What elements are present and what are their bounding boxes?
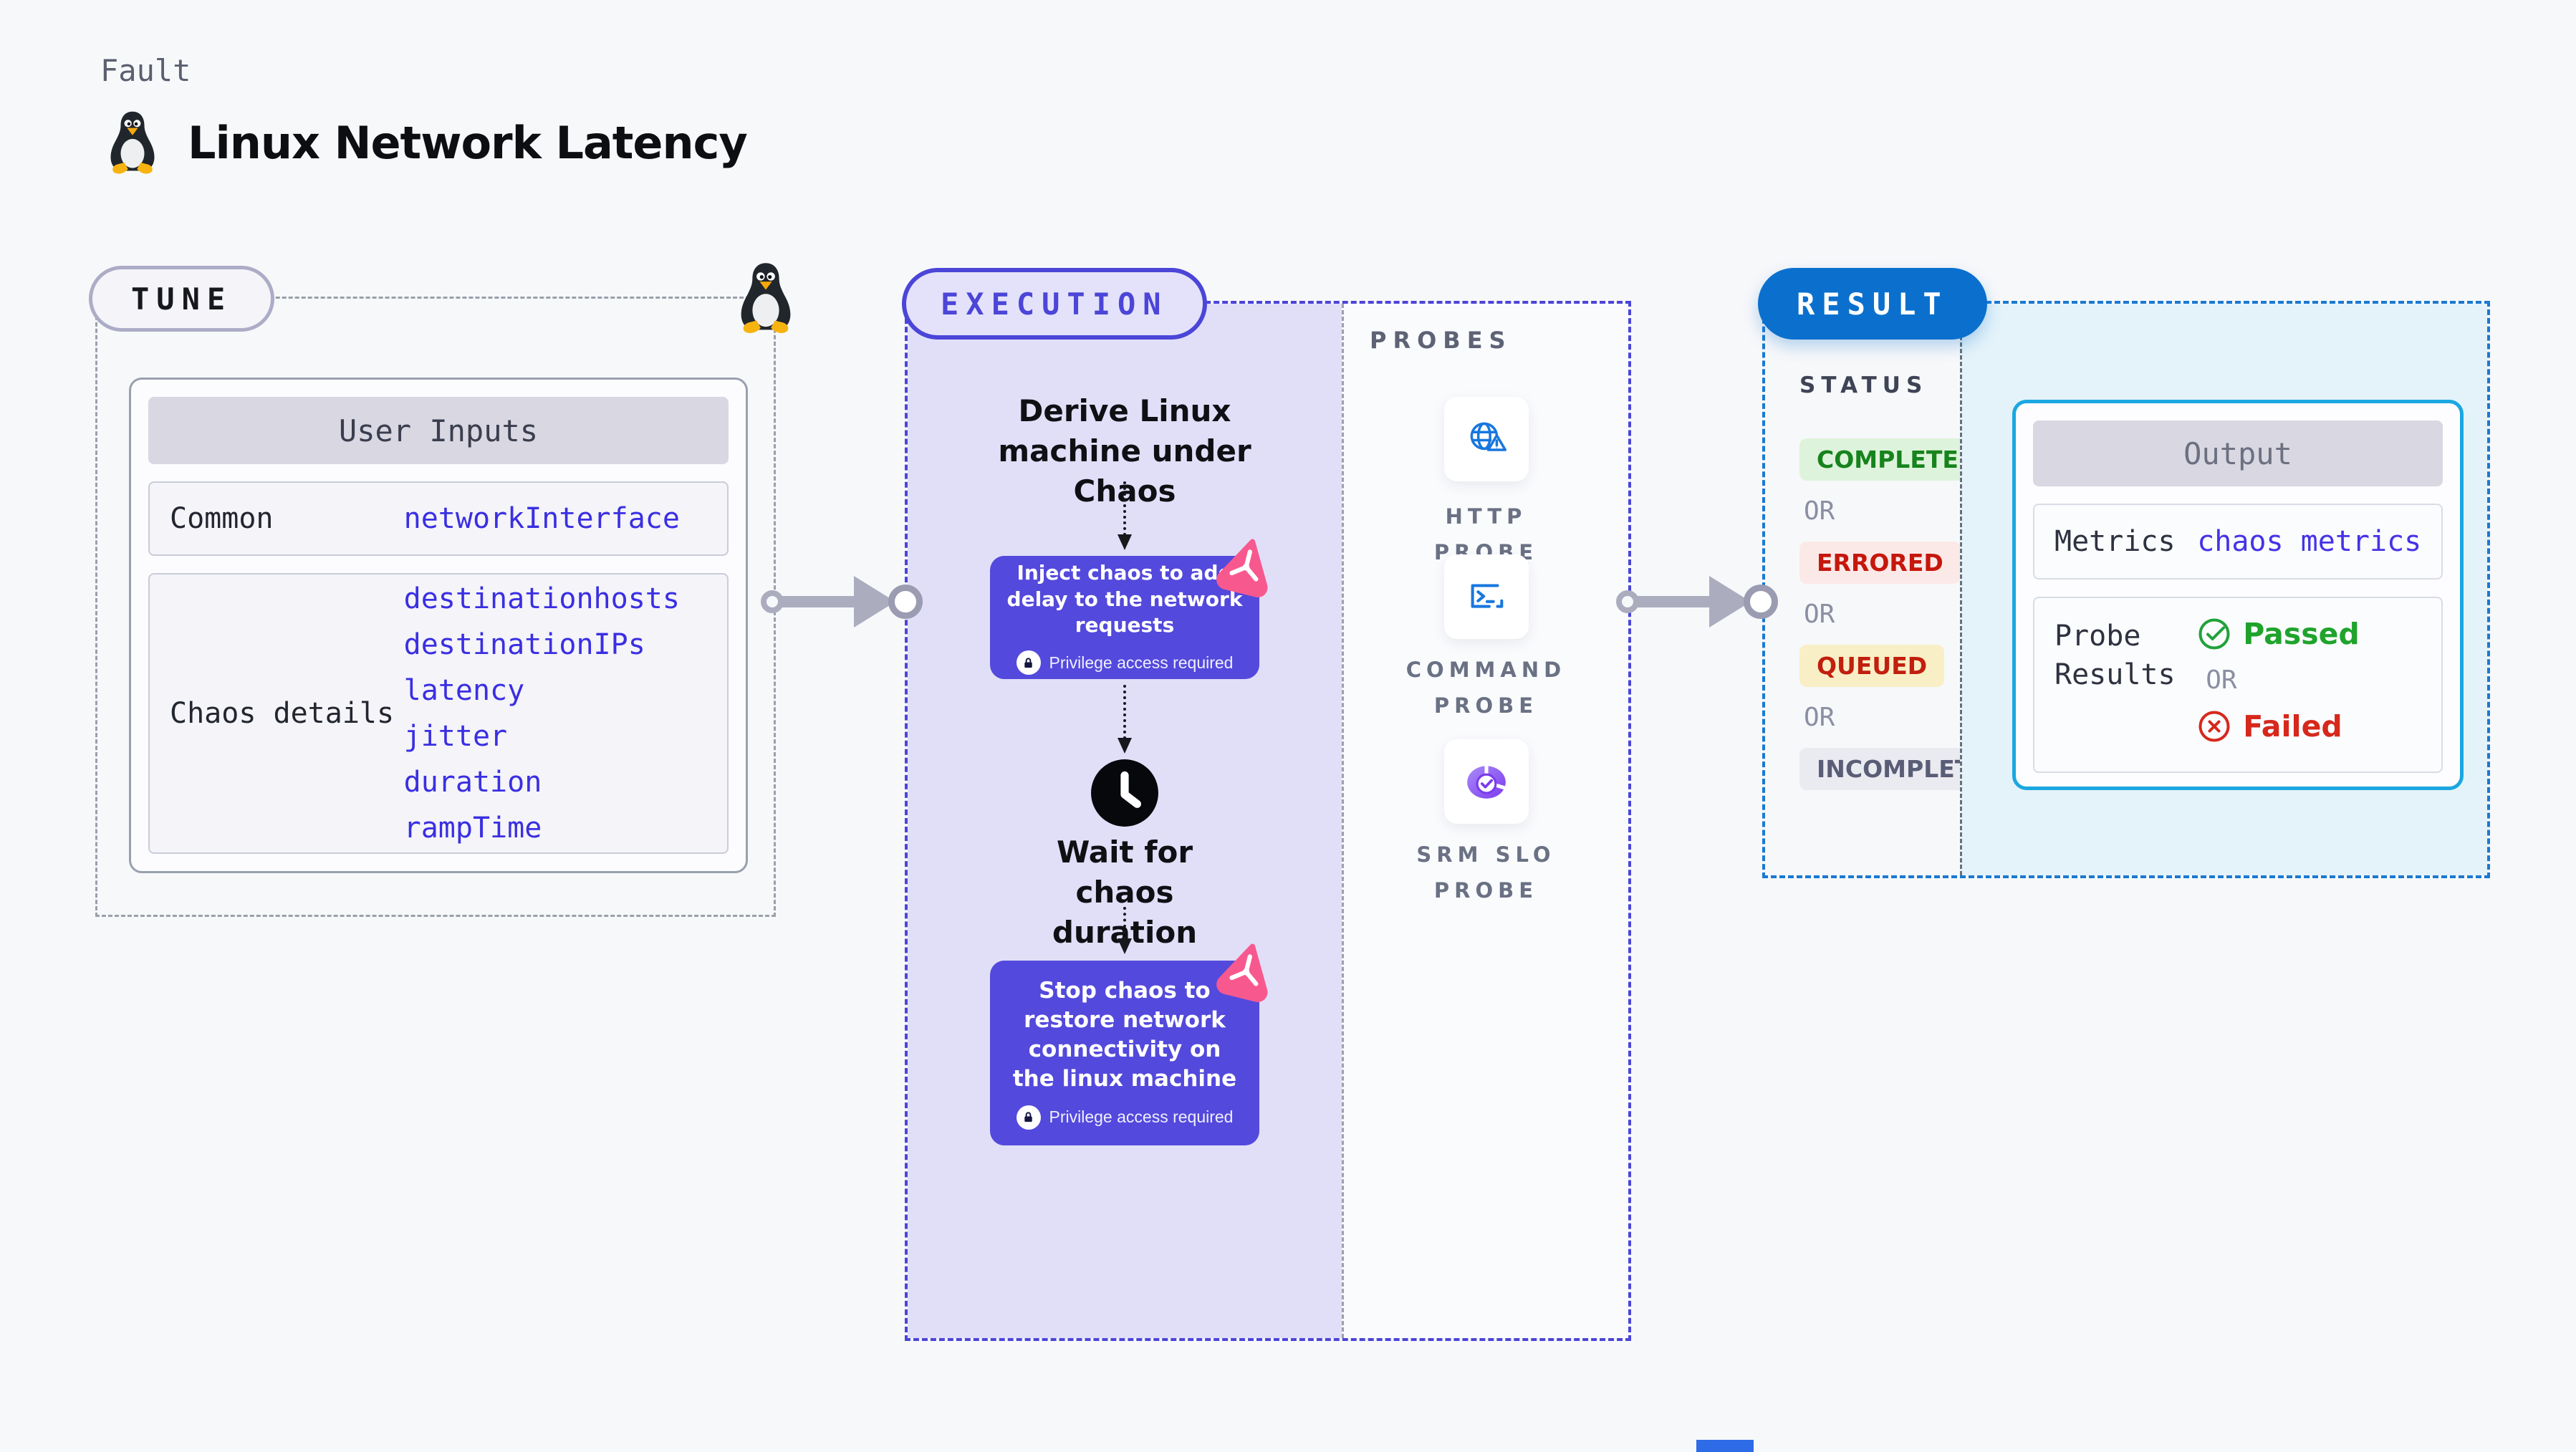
connector-ring	[1616, 590, 1639, 613]
metrics-value: chaos metrics	[2197, 525, 2422, 558]
probes-panel-label: PROBES	[1370, 327, 1512, 354]
user-inputs-header: User Inputs	[148, 397, 729, 464]
tux-penguin-icon	[110, 111, 155, 174]
arrow-stem	[1633, 596, 1714, 607]
stop-chaos-step: Stop chaos to restore network connectivi…	[990, 961, 1259, 1145]
or-separator: OR	[1804, 703, 1835, 732]
chaos-pinwheel-icon	[1215, 939, 1278, 1002]
chaos-pinwheel-icon	[1215, 534, 1278, 597]
status-label: STATUS	[1799, 372, 1928, 398]
status-column: STATUS COMPLETED OR ERRORED OR QUEUED OR…	[1765, 304, 2024, 875]
output-header: Output	[2033, 420, 2443, 486]
failed-label: Failed	[2243, 709, 2342, 744]
table-row-common: Common networkInterface	[148, 481, 729, 556]
down-arrow-icon	[1118, 685, 1132, 754]
page-title: Linux Network Latency	[188, 116, 748, 169]
pie-check-icon	[1466, 764, 1506, 799]
row-value: networkInterface	[403, 502, 680, 535]
status-badge-errored: ERRORED	[1799, 542, 1961, 584]
privilege-row: Privilege access required	[1016, 1105, 1234, 1130]
failed-row: Failed	[2197, 709, 2342, 744]
chaos-value: destinationhosts	[403, 582, 680, 615]
connector-ring	[1744, 585, 1778, 619]
tune-section: TUNE User Inputs Common networkInterface…	[89, 263, 791, 917]
probe-results-label: Probe Results	[2054, 620, 2176, 691]
title-row: Linux Network Latency	[105, 109, 748, 176]
lock-icon	[1016, 650, 1041, 675]
or-separator: OR	[1804, 600, 1835, 629]
down-arrow-icon	[1118, 907, 1132, 954]
check-circle-icon	[2198, 618, 2230, 650]
user-inputs-card: User Inputs Common networkInterface Chao…	[129, 378, 748, 873]
passed-label: Passed	[2243, 617, 2360, 651]
x-circle-icon	[2198, 711, 2230, 742]
privilege-label: Privilege access required	[1049, 1107, 1234, 1127]
probe-results-row: Probe Results Passed OR Failed	[2033, 597, 2443, 773]
or-separator: OR	[1804, 496, 1835, 526]
result-badge: RESULT	[1758, 268, 1987, 340]
privilege-label: Privilege access required	[1049, 653, 1234, 672]
chaos-value: latency	[403, 674, 525, 707]
globe-warning-icon	[1470, 422, 1506, 451]
chaos-value: destinationIPs	[403, 628, 645, 661]
table-row-chaos-details: Chaos details destinationhosts destinati…	[148, 573, 729, 854]
terminal-icon	[1471, 584, 1503, 608]
probes-panel: PROBES HTTP PROBE COMMA	[1342, 304, 1628, 1338]
execution-badge: EXECUTION	[902, 268, 1207, 340]
inject-chaos-step: Inject chaos to add delay to the network…	[990, 556, 1259, 679]
tune-badge: TUNE	[89, 266, 275, 332]
command-probe-card	[1443, 554, 1529, 639]
srm-slo-probe-card	[1443, 739, 1529, 824]
row-label: Chaos details	[170, 697, 395, 730]
metrics-row: Metrics chaos metrics	[2033, 504, 2443, 580]
row-values: destinationhosts destinationIPs latency …	[404, 576, 680, 851]
srm-slo-probe-label: SRM SLO PROBE	[1416, 842, 1556, 903]
fault-eyebrow: Fault	[100, 53, 191, 88]
arrow-execution-to-result	[1616, 574, 1781, 629]
metrics-label: Metrics	[2054, 525, 2176, 558]
probe-results-values: Passed OR Failed	[2197, 617, 2360, 771]
connector-ring	[888, 585, 923, 619]
or-separator: OR	[2206, 665, 2237, 695]
bottom-blue-strip	[1696, 1440, 1754, 1452]
execution-section: EXECUTION Derive Linux machine under Cha…	[902, 268, 1631, 1341]
down-arrow-icon	[1118, 481, 1132, 550]
wait-step-label: Wait for chaos duration	[1052, 835, 1198, 950]
derive-step-label: Derive Linux machine under Chaos	[998, 393, 1251, 509]
http-probe-card	[1443, 397, 1529, 481]
status-badge-queued: QUEUED	[1799, 645, 1945, 687]
chaos-value: jitter	[403, 720, 508, 753]
chaos-value: rampTime	[403, 812, 542, 845]
clock-icon	[1090, 758, 1160, 828]
output-card: Output Metrics chaos metrics Probe Resul…	[2012, 400, 2464, 790]
execution-flow-area: Derive Linux machine under Chaos Inject …	[908, 304, 1342, 1338]
privilege-row: Privilege access required	[1016, 650, 1234, 675]
tux-penguin-icon	[741, 263, 791, 333]
arrow-stem	[778, 596, 858, 607]
stop-chaos-label: Stop chaos to restore network connectivi…	[1012, 978, 1237, 1092]
inject-chaos-label: Inject chaos to add delay to the network…	[1006, 560, 1243, 638]
row-label: Common	[170, 502, 274, 535]
chaos-value: duration	[403, 766, 542, 799]
output-area: Output Metrics chaos metrics Probe Resul…	[1960, 304, 2487, 875]
command-probe-label: COMMAND PROBE	[1405, 658, 1567, 718]
result-section: RESULT STATUS COMPLETED OR ERRORED OR QU…	[1758, 268, 2490, 878]
passed-row: Passed	[2197, 617, 2360, 651]
lock-icon	[1016, 1105, 1041, 1130]
arrow-tune-to-execution	[761, 574, 926, 629]
